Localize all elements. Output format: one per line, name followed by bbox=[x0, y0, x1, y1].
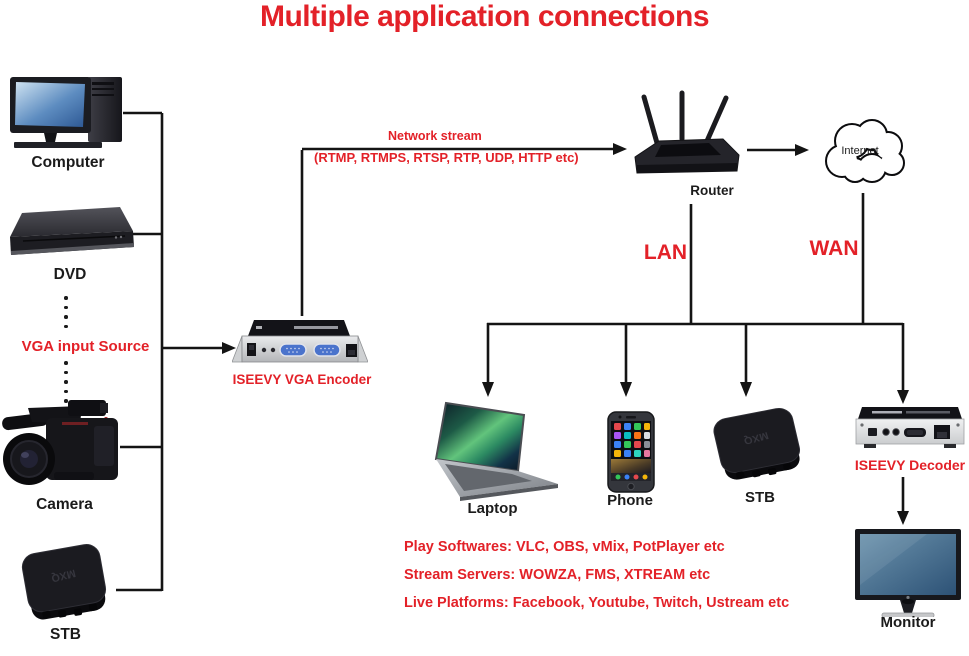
router-image bbox=[627, 89, 745, 183]
internet-label: Internet bbox=[841, 145, 879, 157]
network-stream-label: Network stream bbox=[388, 129, 482, 143]
camera-label: Camera bbox=[36, 496, 93, 513]
vga-encoder-image bbox=[231, 320, 369, 368]
ellipsis-dots-top bbox=[64, 296, 68, 328]
arrow-encoder bbox=[222, 342, 236, 354]
phone-image bbox=[607, 411, 655, 493]
arrow-phone bbox=[620, 382, 632, 397]
stb-client-label: STB bbox=[745, 489, 775, 506]
protocols-label: (RTMP, RTMPS, RTSP, RTP, UDP, HTTP etc) bbox=[314, 150, 579, 165]
arrow-decoder bbox=[897, 390, 909, 404]
arrow-monitor bbox=[897, 511, 909, 525]
computer-image bbox=[8, 74, 128, 152]
dvd-image bbox=[5, 206, 135, 266]
phone-label: Phone bbox=[607, 492, 653, 509]
note-stream-servers: Stream Servers: WOWZA, FMS, XTREAM etc bbox=[404, 567, 711, 583]
laptop-label: Laptop bbox=[467, 500, 518, 517]
vga-input-source-label: VGA input Source bbox=[21, 338, 150, 355]
arrow-laptop bbox=[482, 382, 494, 397]
camera-image bbox=[2, 398, 126, 494]
router-label: Router bbox=[690, 183, 734, 198]
decoder-image bbox=[852, 404, 968, 458]
vga-encoder-label: ISEEVY VGA Encoder bbox=[232, 372, 372, 387]
dvd-label: DVD bbox=[53, 266, 87, 283]
monitor-label: Monitor bbox=[880, 614, 936, 631]
lan-label: LAN bbox=[643, 241, 688, 264]
internet-cloud-image bbox=[813, 112, 913, 190]
laptop-image bbox=[432, 398, 560, 502]
arrowheads bbox=[222, 143, 909, 525]
arrow-internet bbox=[795, 144, 809, 156]
decoder-label: ISEEVY Decoder bbox=[854, 457, 966, 473]
stb-source-image: MXQ bbox=[14, 536, 116, 628]
computer-label: Computer bbox=[31, 154, 105, 171]
stb-source-label: STB bbox=[50, 626, 81, 643]
page-title: Multiple application connections bbox=[259, 0, 710, 33]
note-play-softwares: Play Softwares: VLC, OBS, vMix, PotPlaye… bbox=[404, 539, 725, 555]
svg-text:MXQ: MXQ bbox=[50, 567, 77, 585]
arrow-router bbox=[613, 143, 627, 155]
note-live-platforms: Live Platforms: Facebook, Youtube, Twitc… bbox=[404, 595, 790, 611]
wan-label: WAN bbox=[809, 237, 859, 260]
line-group bbox=[116, 111, 905, 592]
arrow-stb bbox=[740, 382, 752, 397]
ellipsis-dots-bottom bbox=[64, 361, 68, 403]
stb-client-image: MXQ bbox=[706, 402, 810, 486]
monitor-image bbox=[855, 529, 961, 618]
